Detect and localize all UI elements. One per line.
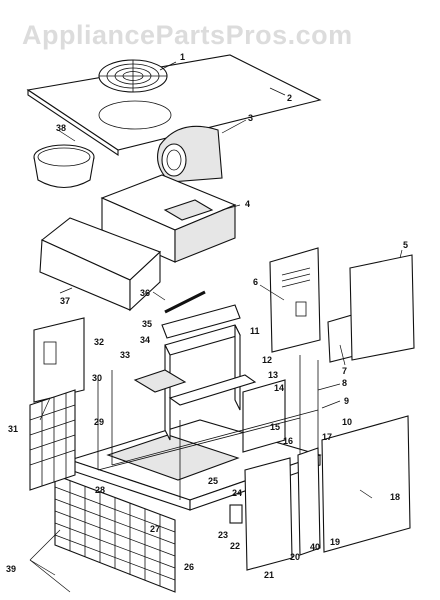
callout-9: 9 [344,396,349,406]
part-fan-grille [98,59,168,93]
callout-25: 25 [208,476,218,486]
part-large-side-panel [349,254,415,361]
leader-lines [29,61,403,593]
callout-8: 8 [342,378,347,388]
callout-15: 15 [270,422,280,432]
callout-17: 17 [322,432,332,442]
callout-26: 26 [184,562,194,572]
part-fan-shroud [33,144,95,189]
callout-24: 24 [232,488,242,498]
callout-14: 14 [274,383,284,393]
callout-13: 13 [268,370,278,380]
callout-36: 36 [140,288,150,298]
watermark-logo: AppliancePartsPros.com [22,20,353,50]
part-duct-box [100,174,237,263]
callout-2: 2 [287,93,292,103]
callout-31: 31 [8,424,18,434]
part-angled-panel [39,217,162,312]
callout-27: 27 [150,524,160,534]
callout-35: 35 [142,319,152,329]
callout-4: 4 [245,199,250,209]
callout-12: 12 [262,355,272,365]
part-grille-left [29,389,76,491]
callout-40: 40 [310,542,320,552]
callout-1: 1 [180,52,185,62]
callout-39: 39 [6,564,16,574]
callout-19: 19 [330,537,340,547]
callout-32: 32 [94,337,104,347]
callout-33: 33 [120,350,130,360]
part-rod [164,290,206,314]
callout-10: 10 [342,417,352,427]
callout-28: 28 [95,485,105,495]
part-lower-panel [244,457,293,571]
part-grille-front [54,474,176,593]
callout-22: 22 [230,541,240,551]
callout-38: 38 [56,123,66,133]
callout-3: 3 [248,113,253,123]
callout-34: 34 [140,335,150,345]
part-corner-post [297,447,321,556]
part-side-panel [269,247,321,353]
callout-23: 23 [218,530,228,540]
callout-11: 11 [250,326,260,336]
part-small-plate [327,314,355,363]
callout-labels: 1 2 3 4 5 6 7 8 9 10 11 12 13 14 15 16 1… [6,52,408,580]
part-right-panel [321,415,411,553]
callout-5: 5 [403,240,408,250]
callout-7: 7 [342,366,347,376]
callout-16: 16 [283,436,293,446]
part-small-bracket [229,504,243,524]
callout-6: 6 [253,277,258,287]
callout-29: 29 [94,417,104,427]
part-blower-housing [157,125,223,183]
callout-20: 20 [290,552,300,562]
callout-30: 30 [92,373,102,383]
callout-21: 21 [264,570,274,580]
callout-18: 18 [390,492,400,502]
part-left-panel [33,317,85,403]
part-fan-ring [98,100,172,130]
callout-37: 37 [60,296,70,306]
part-cabinet-frame [68,304,322,511]
